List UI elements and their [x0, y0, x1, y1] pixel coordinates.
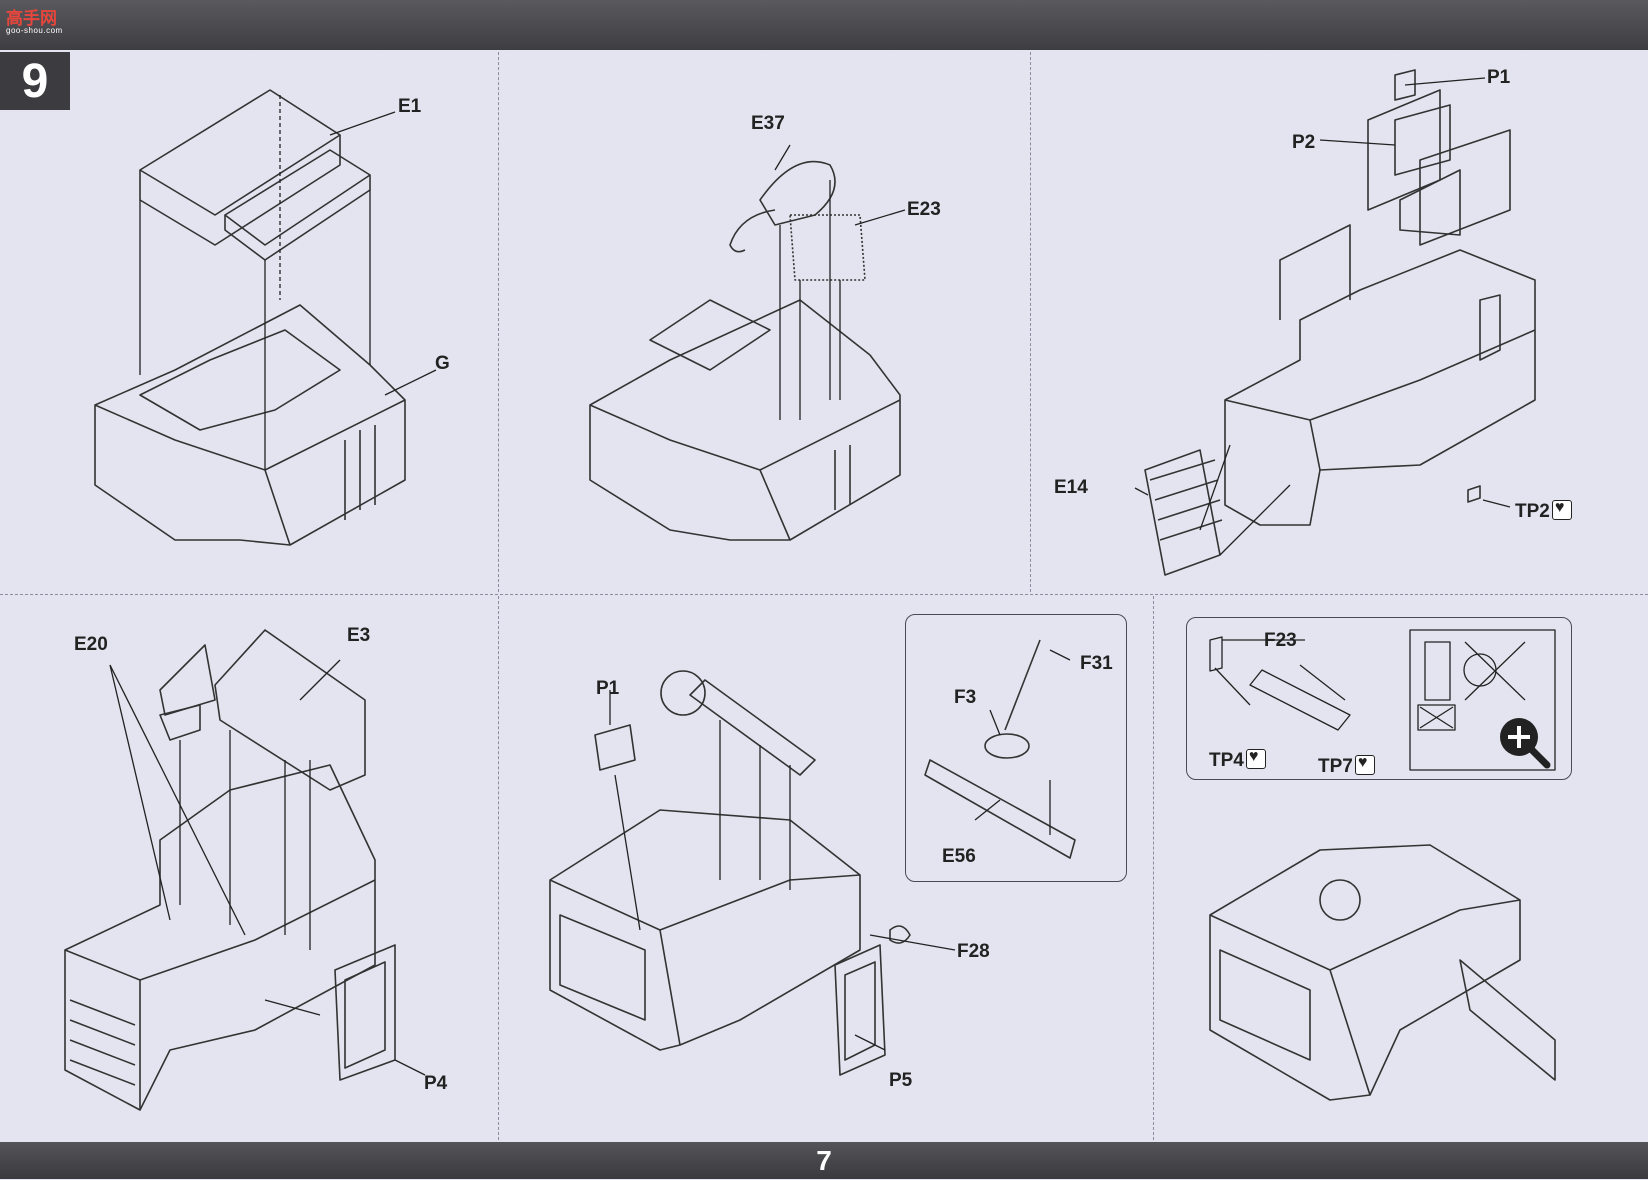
bottom-bar: [0, 1142, 1648, 1179]
glue-caution-icon: [1354, 754, 1375, 775]
part-label-e56: E56: [942, 846, 976, 867]
part-label-p5: P5: [889, 1070, 913, 1091]
part-label-e37: E37: [751, 113, 785, 134]
part-label-tp2: TP2: [1515, 499, 1572, 523]
top-bar: [0, 0, 1648, 50]
glue-caution-icon: [1551, 499, 1572, 520]
part-label-f23: F23: [1264, 630, 1297, 651]
part-label-e3: E3: [347, 625, 371, 646]
detail-inset-f31: [905, 614, 1127, 882]
divider: [1153, 596, 1154, 1140]
step-number: 9: [0, 52, 70, 110]
cab-drawing-5: [549, 639, 1076, 1076]
final-assembly-drawing: [1209, 844, 1556, 1101]
divider: [1030, 52, 1031, 592]
part-label-e14: E14: [1054, 477, 1088, 498]
divider: [498, 52, 499, 592]
part-label-f3: F3: [954, 687, 977, 708]
watermark-logo: 高手网 goo-shou.com: [6, 9, 63, 35]
inset-parts: [1209, 629, 1556, 771]
part-label-f31: F31: [1080, 653, 1113, 674]
cab-drawing-3: [1144, 69, 1536, 576]
cab-drawing-4: [64, 629, 396, 1111]
part-label-e23: E23: [907, 199, 941, 220]
divider: [498, 596, 499, 1140]
part-label-tp4: TP4: [1209, 748, 1266, 772]
page-number: 7: [816, 1145, 832, 1176]
part-label-tp7: TP7: [1318, 754, 1375, 778]
part-label-e20: E20: [74, 634, 108, 655]
part-label-f28: F28: [957, 941, 990, 962]
part-label-p1-top: P1: [1487, 67, 1511, 88]
part-label-g: G: [435, 353, 450, 374]
part-label-p2: P2: [1292, 132, 1316, 153]
part-label-e1: E1: [398, 96, 422, 117]
glue-caution-icon: [1245, 748, 1266, 769]
hull-drawing-2: [589, 160, 901, 541]
magnify-plus-icon: [1497, 715, 1551, 769]
part-label-p1-bottom: P1: [596, 678, 620, 699]
divider: [0, 594, 1648, 595]
part-label-p4: P4: [424, 1073, 448, 1094]
detail-inset-f23: [1186, 617, 1572, 780]
hull-drawing-1: [94, 89, 406, 546]
